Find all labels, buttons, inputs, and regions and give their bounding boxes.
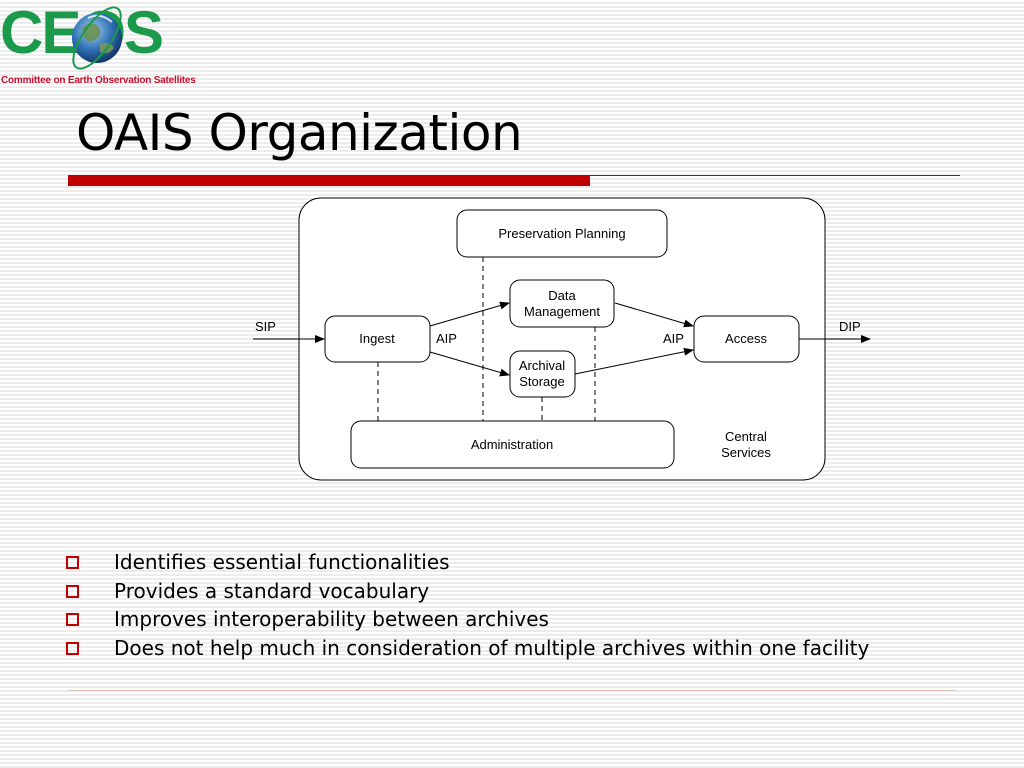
bullet-text: Does not help much in consideration of m… <box>114 635 870 660</box>
central-services-box <box>696 422 798 468</box>
access-label: Access <box>725 331 767 346</box>
title-underline-rule <box>590 175 960 176</box>
square-bullet-icon <box>66 641 79 655</box>
data-management-to-access-arrow <box>614 302 694 328</box>
central-services-label-line1: Central <box>725 429 767 444</box>
earth-globe-icon <box>72 6 122 70</box>
ingest-label: Ingest <box>359 331 395 346</box>
administration-box <box>350 420 675 469</box>
central-services-label-line2: Services <box>721 445 771 460</box>
bullet-text: Identifies essential functionalities <box>114 550 450 574</box>
ceos-logo: CEOS Committee on Earth Observation Sate… <box>0 0 196 95</box>
list-item: Improves interoperability between archiv… <box>62 605 869 634</box>
ingest-to-archival-storage-arrow <box>429 351 510 377</box>
dip-label: DIP <box>839 319 861 334</box>
aip-left-label: AIP <box>436 331 457 346</box>
list-item: Provides a standard vocabulary <box>62 577 869 606</box>
bullet-text: Provides a standard vocabulary <box>114 578 430 603</box>
square-bullet-icon <box>66 556 79 569</box>
data-management-box <box>509 279 615 328</box>
title-underline-bar <box>68 175 590 186</box>
ingest-to-data-management-arrow <box>429 301 510 327</box>
archival-storage-box <box>509 350 576 398</box>
footer-rule <box>68 690 956 691</box>
list-item: Does not help much in consideration of m… <box>62 634 869 663</box>
square-bullet-icon <box>66 584 79 598</box>
archival-storage-label-line1: Archival <box>519 358 565 373</box>
access-box <box>693 315 800 363</box>
bullet-list: Identifies essential functionalities Pro… <box>62 548 869 662</box>
dashed-connectors <box>377 257 596 421</box>
square-bullet-icon <box>66 613 79 626</box>
logo-tagline: Committee on Earth Observation Satellite… <box>1 75 196 86</box>
slide-title: OAIS Organization <box>76 104 523 162</box>
bullet-text: Improves interoperability between archiv… <box>114 607 549 631</box>
administration-label: Administration <box>471 437 553 452</box>
sip-label: SIP <box>255 319 276 334</box>
archival-storage-to-access-arrow <box>574 347 694 375</box>
data-management-label-line2: Management <box>524 304 600 319</box>
preservation-planning-box <box>456 209 668 258</box>
aip-right-label: AIP <box>663 331 684 346</box>
archival-storage-label-line2: Storage <box>519 374 565 389</box>
ingest-box <box>324 315 431 363</box>
list-item: Identifies essential functionalities <box>62 548 869 577</box>
preservation-planning-label: Preservation Planning <box>498 226 625 241</box>
data-management-label-line1: Data <box>548 288 576 303</box>
